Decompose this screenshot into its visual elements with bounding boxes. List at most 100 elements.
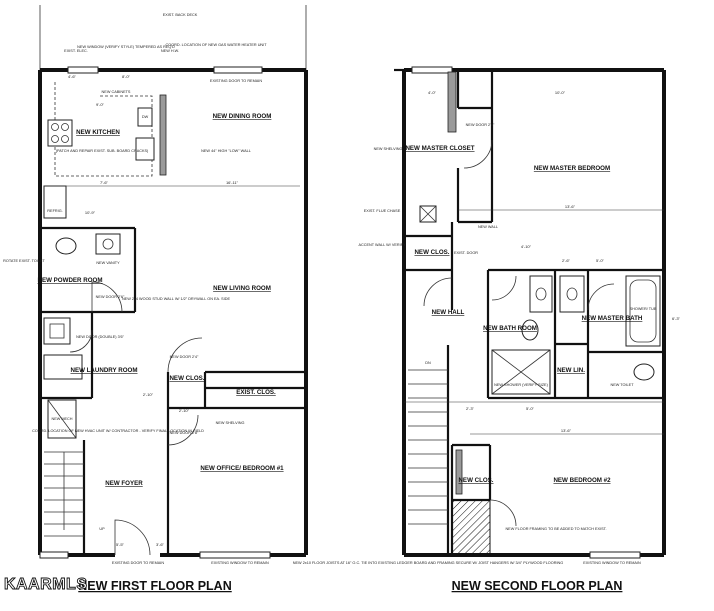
closet-label: NEW CLOS.: [169, 375, 204, 382]
note-new-shower: NEW SHOWER (VERIFY SIZE): [494, 383, 548, 387]
note-door-28: NEW DOOR 2'8": [170, 431, 199, 435]
bath-vanity: [529, 275, 553, 313]
first-floor-title: NEW FIRST FLOOR PLAN: [78, 579, 231, 593]
left-closet-label: NEW CLOS.: [414, 249, 449, 256]
note-shower-tub: SHOWER/ TUB: [630, 307, 657, 311]
dim-text: 2'-10": [179, 408, 190, 413]
dim-text: 10'-9": [85, 210, 96, 215]
bedroom2-door-swing: [489, 499, 517, 527]
second-floor-title: NEW SECOND FLOOR PLAN: [452, 579, 623, 593]
linen-label: NEW LIN.: [557, 367, 585, 374]
note-water-heater: COORD. LOCATION OF NEW GAS WATER HEATER …: [165, 43, 267, 47]
powder-door-swing: [91, 281, 123, 313]
exist-closet-label: EXIST. CLOS.: [236, 389, 276, 396]
master-toilet: [633, 363, 655, 381]
low-wall: [159, 94, 167, 176]
foyer-label: NEW FOYER: [105, 480, 143, 487]
master-vanity: [559, 275, 585, 313]
back-window: [67, 66, 99, 74]
master-closet-label: NEW MASTER CLOSET: [405, 145, 474, 152]
left-closet-door-swing: [423, 277, 453, 307]
dim-text: 3'-6": [156, 542, 165, 547]
dim-text: 8'-0": [122, 74, 131, 79]
note-hvac: COORD. LOCATION OF NEW HVAC UNIT W/ CONT…: [32, 429, 204, 433]
dim-text: 4'-10": [521, 244, 532, 249]
closet-shelving: [447, 71, 457, 133]
dining-label: NEW DINING ROOM: [213, 113, 272, 120]
lower-closet-shelving: [455, 449, 463, 495]
first-floor-plan: NEW KITCHEN NEW DINING ROOM NEW LIVING R…: [3, 5, 308, 593]
note-new-hw: NEW H.W.: [161, 49, 179, 53]
dishwasher: [137, 107, 153, 127]
vanity: [95, 233, 121, 255]
dim-text: 16'-11": [226, 180, 239, 185]
note-up: UP: [99, 527, 105, 531]
dim-text: 7'-6": [100, 180, 109, 185]
closet-door-swing: [167, 337, 203, 373]
note-back-deck: EXIST. BACK DECK: [163, 13, 198, 17]
note-door-26: NEW DOOR 2'6": [466, 123, 495, 127]
front-door-swing: [114, 519, 151, 556]
note-vanity: NEW VANITY: [96, 261, 120, 265]
front-window-left: [39, 551, 69, 559]
office-label: NEW OFFICE/ BEDROOM #1: [200, 465, 284, 472]
note-door-36: NEW DOOR (DOUBLE) 3'6": [76, 335, 125, 339]
kitchen-sink: [135, 137, 155, 161]
master-closet-door-swing: [463, 139, 493, 169]
watermark-logo: KAARMLS: [4, 576, 88, 593]
living-label: NEW LIVING ROOM: [213, 285, 271, 292]
note-door-26: NEW DOOR 2'6": [96, 295, 125, 299]
note-accent-wall: ACCENT WALL W/ VERIFY: [358, 243, 406, 247]
dim-text: 2'-6": [562, 258, 571, 263]
note-stud-wall: NEW 2x4 WOOD STUD WALL W/ 1/2" DRYWALL O…: [122, 297, 231, 301]
refrigerator: [43, 185, 67, 219]
range: [47, 119, 73, 147]
dim-text: 5'-0": [596, 258, 605, 263]
dim-text: 13'-6": [565, 204, 576, 209]
note-patch: (PATCH AND REPAIR EXIST. SUB. BOARD CRAC…: [56, 149, 149, 153]
note-exist-door: EXIST. DOOR: [454, 251, 478, 255]
note-exist-window: EXISTING WINDOW TO REMAIN: [583, 561, 641, 565]
dim-text: 10'-0": [555, 90, 566, 95]
dim-text: 4'-6": [68, 74, 77, 79]
note-new-toilet: NEW TOILET: [610, 383, 634, 387]
note-shelving: NEW SHELVING: [216, 421, 245, 425]
note-mech: NEW MECH: [51, 417, 72, 421]
note-shelving: NEW SHELVING: [374, 147, 403, 151]
note-existing-door: EXISTING DOOR TO REMAIN: [210, 79, 262, 83]
note-fridge: REFRIG.: [47, 209, 62, 213]
dim-text: 13'-6": [561, 428, 572, 433]
dim-text: 2'-10": [143, 392, 154, 397]
left-closet-walls: [404, 222, 454, 310]
note-floor-joists: NEW 2x10 FLOOR JOISTS AT 16" O.C. TIE IN…: [293, 561, 563, 565]
note-floor-framing: NEW FLOOR FRAMING TO BE ADDED TO MATCH E…: [505, 527, 606, 531]
note-dn: DN: [425, 361, 431, 365]
master-closet-walls: [456, 70, 494, 224]
note-door-24: NEW DOOR 2'4": [170, 355, 199, 359]
note-new-cabinets: NEW CABINETS: [102, 90, 131, 94]
closet-walls: [166, 370, 306, 555]
note-low-wall: NEW 44" HIGH "LOW" WALL: [201, 149, 251, 153]
dim-text: 2'-3": [466, 406, 475, 411]
bath-label: NEW BATH ROOM: [483, 325, 537, 332]
bedroom2-label: NEW BEDROOM #2: [553, 477, 611, 484]
dryer: [43, 354, 83, 380]
laundry-room-walls: [40, 312, 94, 400]
existing-back-door: [213, 66, 263, 74]
master-bath-label: NEW MASTER BATH: [582, 315, 643, 322]
dim-text: 5'-5": [116, 542, 125, 547]
hall-label: NEW HALL: [432, 309, 465, 316]
note-rotate-toilet: ROTATE EXIST. TOILET: [3, 259, 45, 263]
dim-text: 9'-0": [96, 102, 105, 107]
dim-text: 6'-3": [672, 316, 681, 321]
dim-text: 5'-0": [526, 406, 535, 411]
master-bath-door-swing: [587, 283, 615, 311]
master-bedroom-label: NEW MASTER BEDROOM: [534, 165, 610, 172]
washer: [43, 317, 71, 345]
note-front-door: EXISTING DOOR TO REMAIN: [112, 561, 164, 565]
front-window: [199, 551, 271, 559]
window-top-left: [411, 66, 453, 74]
laundry-label: NEW LAUNDRY ROOM: [70, 367, 137, 374]
bath-toilet: [521, 319, 539, 341]
